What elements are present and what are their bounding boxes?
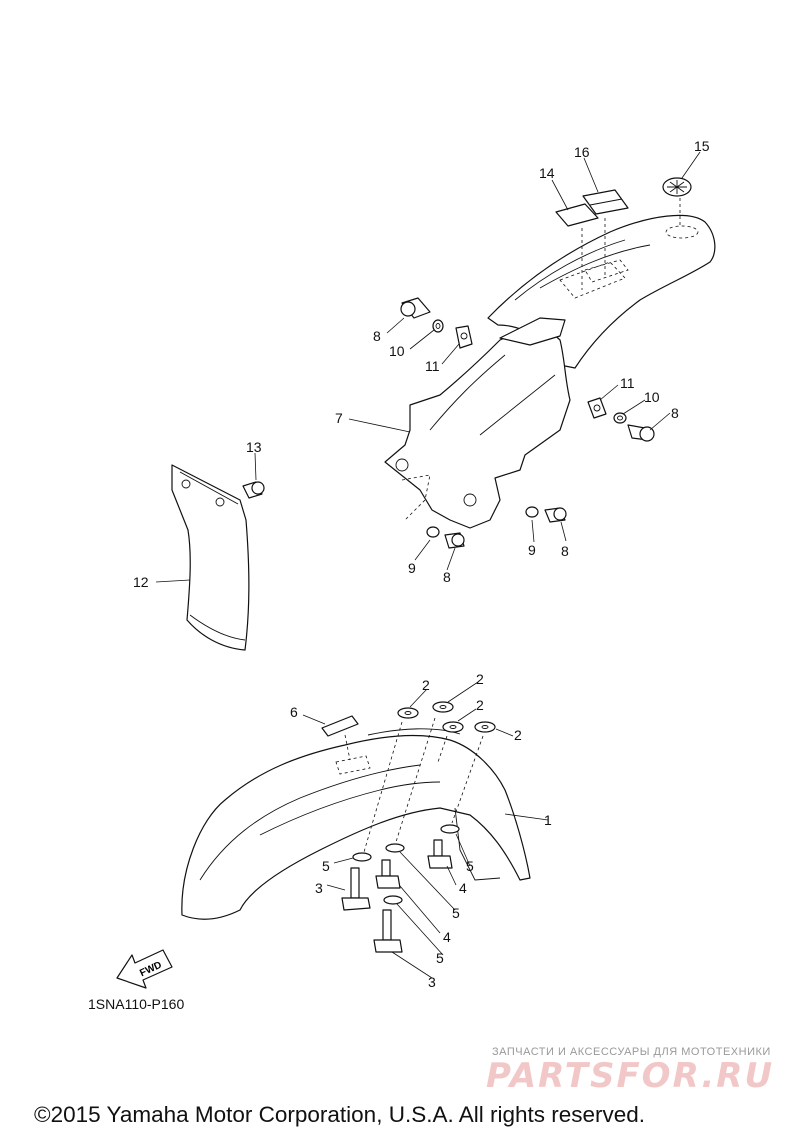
callout-2: 2 <box>422 677 430 693</box>
callout-4: 4 <box>459 880 467 896</box>
nut-11-right <box>587 397 607 419</box>
callout-16: 16 <box>574 144 590 160</box>
callout-3: 3 <box>315 880 323 896</box>
washer-2-d <box>474 721 496 733</box>
callout-9: 9 <box>408 560 416 576</box>
callout-8: 8 <box>373 328 381 344</box>
washer-5-d <box>383 895 403 905</box>
callout-9: 9 <box>528 542 536 558</box>
callout-7: 7 <box>335 410 343 426</box>
label-6 <box>321 715 359 737</box>
callout-8: 8 <box>443 569 451 585</box>
bolt-3-lower <box>373 909 403 953</box>
callout-15: 15 <box>694 138 710 154</box>
callouts: 1 2 2 2 2 3 3 4 4 5 5 5 5 6 7 8 8 8 8 9 … <box>133 138 710 990</box>
callout-10: 10 <box>644 389 660 405</box>
bolt-4-right <box>427 839 453 869</box>
callout-11: 11 <box>425 358 440 374</box>
bolt-8-upper-left <box>400 297 431 319</box>
watermark-tagline: ЗАПЧАСТИ И АКСЕССУАРЫ ДЛЯ МОТОТЕХНИКИ <box>492 1046 771 1058</box>
callout-4: 4 <box>443 929 451 945</box>
callout-8: 8 <box>671 405 679 421</box>
bolt-3-left <box>341 867 371 911</box>
washer-2-b <box>432 701 454 713</box>
bolt-13 <box>242 481 265 499</box>
washer-5-a <box>352 852 372 862</box>
fwd-arrow: FWD <box>116 949 173 989</box>
nut-11-upper-left <box>455 325 473 349</box>
collar-9-lower-left <box>426 526 440 538</box>
washer-10-upper-left <box>432 319 444 333</box>
callout-5: 5 <box>452 905 460 921</box>
callout-6: 6 <box>290 704 298 720</box>
callout-5: 5 <box>322 858 330 874</box>
label-14 <box>555 203 599 227</box>
bolt-8-lower-left <box>444 532 465 549</box>
bolt-4-center <box>375 859 401 889</box>
collar-9-lower-right <box>525 506 539 518</box>
watermark-logo: PARTSFOR.RU <box>486 1056 775 1096</box>
callout-2: 2 <box>514 727 522 743</box>
assembly-lines <box>344 198 681 853</box>
rear-fender <box>384 214 716 529</box>
copyright-notice: ©2015 Yamaha Motor Corporation, U.S.A. A… <box>34 1102 646 1127</box>
callout-14: 14 <box>539 165 555 181</box>
diagram-code: 1SNA110-P160 <box>88 996 185 1012</box>
bolt-8-lower-right <box>544 507 567 523</box>
callout-5: 5 <box>436 950 444 966</box>
front-fender <box>181 728 531 920</box>
callout-13: 13 <box>246 439 262 455</box>
washer-2-c <box>442 721 464 733</box>
callout-12: 12 <box>133 574 149 590</box>
callout-1: 1 <box>544 812 552 828</box>
callout-2: 2 <box>476 671 484 687</box>
callout-8: 8 <box>561 543 569 559</box>
mud-flap <box>171 464 250 651</box>
callout-5: 5 <box>466 858 474 874</box>
emblem-15 <box>662 177 692 197</box>
washer-5-b <box>385 843 405 853</box>
bolt-8-right <box>627 424 655 442</box>
callout-3: 3 <box>428 974 436 990</box>
washer-5-c <box>440 824 460 834</box>
label-16 <box>582 189 629 215</box>
callout-10: 10 <box>389 343 405 359</box>
callout-2: 2 <box>476 697 484 713</box>
washer-10-right <box>613 412 627 424</box>
leader-lines <box>155 151 701 979</box>
callout-11: 11 <box>620 375 635 391</box>
washer-2-a <box>397 707 419 719</box>
